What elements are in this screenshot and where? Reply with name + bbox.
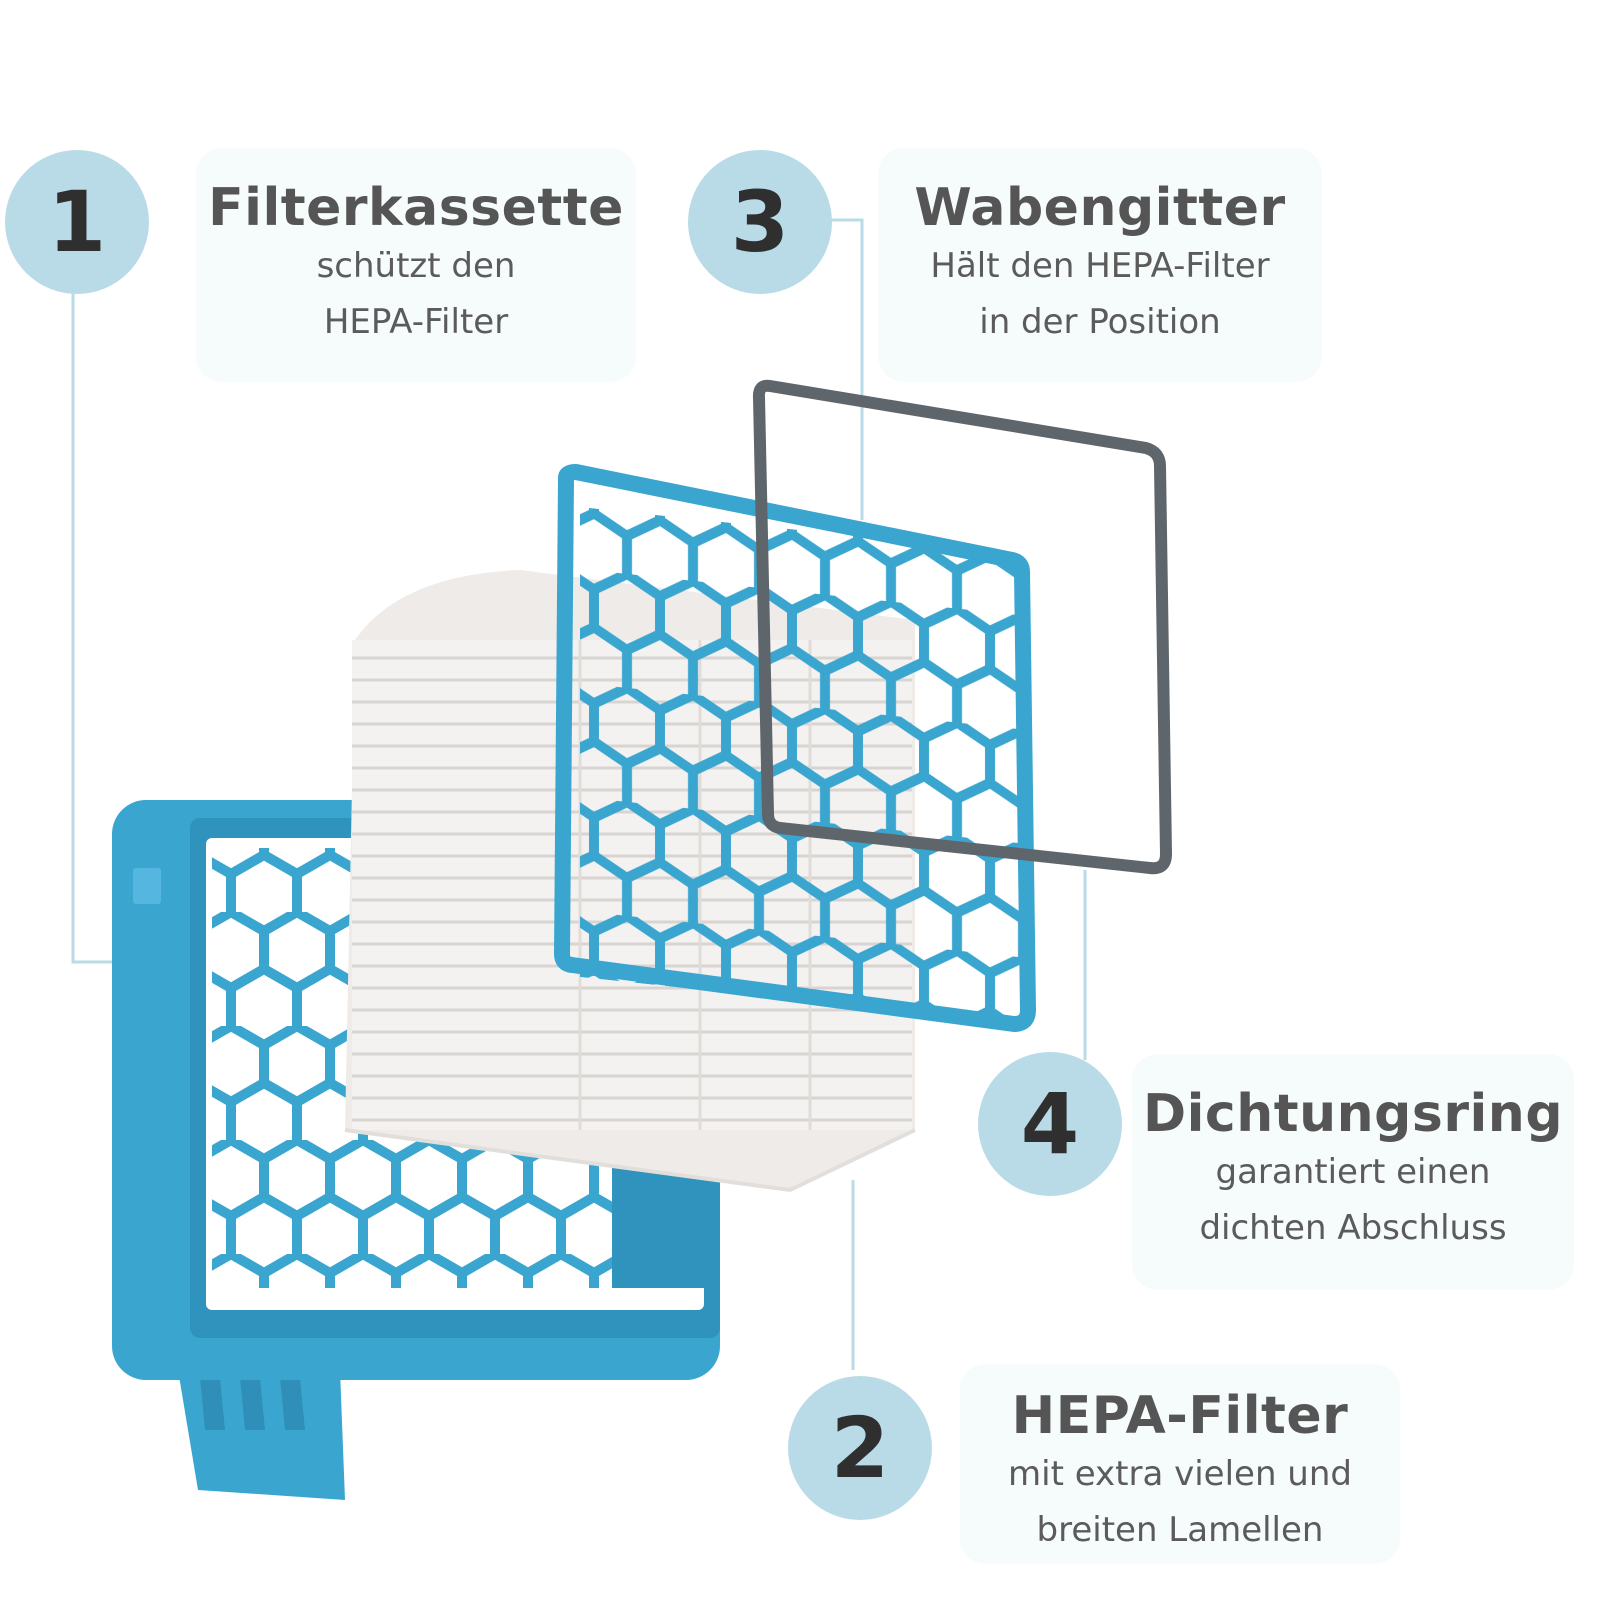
part-1-card: Filterkassette schützt den HEPA-Filter [196,148,636,382]
honeycomb-grid [554,464,1036,1032]
part-3-line-1: Hält den HEPA-Filter [930,246,1270,286]
part-2-number: 2 [830,1399,890,1497]
leader-line-1 [71,290,113,964]
part-1-number-badge: 1 [5,150,149,294]
part-2-title: HEPA-Filter [1011,1386,1349,1446]
part-1-line-1: schützt den [316,246,516,286]
part-2-card: HEPA-Filter mit extra vielen und breiten… [960,1364,1400,1564]
part-1-number: 1 [47,173,107,271]
part-2-number-badge: 2 [788,1376,932,1520]
part-3-line-2: in der Position [979,302,1221,342]
part-3-card: Wabengitter Hält den HEPA-Filter in der … [878,148,1322,382]
part-4-number: 4 [1020,1075,1080,1173]
part-1-title: Filterkassette [208,178,624,238]
part-3-number: 3 [730,173,790,271]
part-1-line-2: HEPA-Filter [323,302,509,342]
leader-line-3 [815,218,864,520]
part-4-number-badge: 4 [978,1052,1122,1196]
part-2-line-1: mit extra vielen und [1008,1454,1352,1494]
part-3-title: Wabengitter [914,178,1286,238]
part-4-line-1: garantiert einen [1215,1152,1491,1192]
part-4-title: Dichtungsring [1142,1084,1564,1144]
part-4-line-2: dichten Abschluss [1199,1208,1507,1248]
part-3-number-badge: 3 [688,150,832,294]
part-2-line-2: breiten Lamellen [1036,1510,1324,1550]
part-4-card: Dichtungsring garantiert einen dichten A… [1132,1054,1574,1290]
sealing-ring [752,379,1172,875]
